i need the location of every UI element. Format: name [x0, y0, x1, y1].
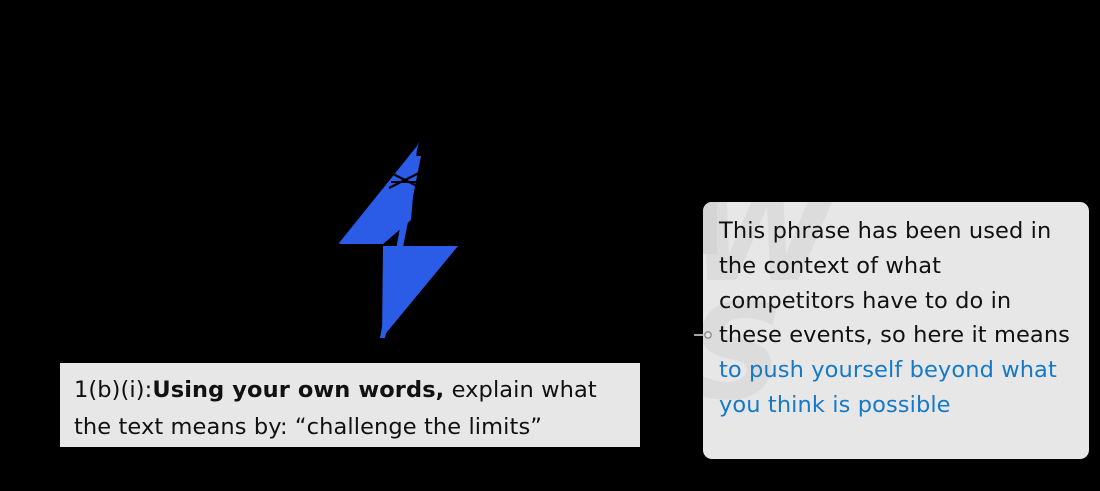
- answer-card-corner-fold: [703, 202, 717, 254]
- question-line-2: the text means by: “challenge the limits…: [74, 414, 543, 440]
- lightning-bolt-icon: [339, 140, 458, 338]
- bolt-tip-hatch: [388, 171, 422, 189]
- answer-anchor-point-icon: [694, 331, 712, 339]
- question-line-1: 1(b)(i):Using your own words, explain wh…: [74, 372, 626, 409]
- bolt-lower-wedge: [382, 246, 458, 338]
- question-number: 1(b)(i):: [74, 377, 153, 403]
- question-bold-text: Using your own words,: [152, 377, 445, 403]
- bolt-upper-triangle: [339, 148, 417, 244]
- answer-card: W S This phrase has been used in the con…: [703, 202, 1089, 459]
- answer-black-text: This phrase has been used in the context…: [719, 218, 1071, 349]
- answer-text: This phrase has been used in the context…: [719, 214, 1079, 423]
- bolt-center-stroke: [380, 156, 421, 338]
- question-rest-text: explain what: [444, 377, 597, 403]
- question-card: 1(b)(i):Using your own words, explain wh…: [60, 363, 640, 447]
- answer-blue-text: to push yourself beyond what you think i…: [719, 357, 1057, 418]
